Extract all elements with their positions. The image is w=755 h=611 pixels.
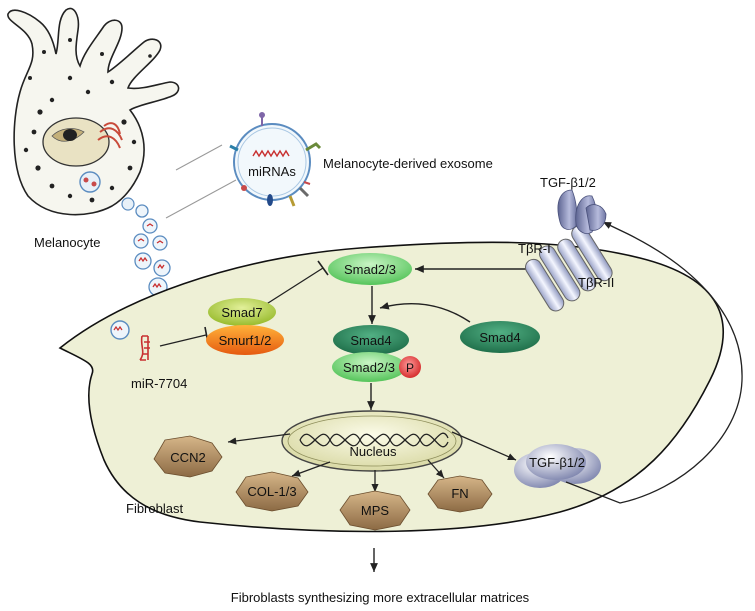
smad7-label: Smad7 (221, 305, 262, 320)
tgf-product-node (514, 444, 601, 488)
col-label: COL-1/3 (247, 484, 296, 499)
smad4-complex-label: Smad4 (350, 333, 391, 348)
smurf-node (206, 325, 284, 355)
nuclear-envelope (287, 415, 457, 467)
zoom-line-upper (175, 144, 223, 171)
smad23-complex-node (332, 352, 406, 382)
smurf-inhibits-smad23-bar (317, 260, 329, 276)
tgf-ligand (557, 189, 607, 234)
smad4-recruit-arrow (379, 301, 471, 323)
melanocyte-label: Melanocyte (34, 235, 100, 250)
smad4-free-node (460, 321, 540, 353)
tgf-feedback-arrow (565, 221, 743, 504)
smad23-label: Smad2/3 (344, 262, 396, 277)
fibroblast-label: Fibroblast (126, 501, 183, 516)
fn-node (427, 475, 493, 513)
mir7704-hairpin-icon (139, 335, 150, 361)
smad23-complex-label: Smad2/3 (343, 360, 395, 375)
smad4-complex-node (333, 325, 409, 355)
nucleus-label: Nucleus (350, 444, 397, 459)
smurf-label: Smurf1/2 (219, 333, 272, 348)
released-exosomes (133, 204, 171, 297)
zoom-line-lower (165, 179, 237, 219)
mirna-strand-icon (252, 149, 290, 158)
magnified-exosome (229, 112, 322, 207)
nucleus-to-ccn2-arrow (227, 433, 291, 445)
dna-strand-b-icon (299, 432, 449, 447)
tbr2-label: TβR-II (578, 275, 614, 290)
melanocyte-cell (7, 7, 180, 216)
golgi-icon (97, 122, 123, 149)
tgf-receptor (525, 225, 613, 312)
ccn2-node (153, 435, 223, 478)
exosome-label: Melanocyte-derived exosome (323, 156, 493, 171)
tgf-ligand-label: TGF-β1/2 (540, 175, 596, 190)
nucleus-to-col-arrow (291, 461, 331, 477)
melanosome-dots (23, 38, 152, 203)
melanocyte-nucleolus (63, 129, 77, 141)
mir7704-label: miR-7704 (131, 376, 187, 391)
docked-exosome (110, 320, 130, 340)
fn-label: FN (451, 486, 468, 501)
nucleus-to-fn-arrow (427, 459, 445, 479)
tgf-product-label: TGF-β1/2 (529, 455, 585, 470)
intracellular-vesicles (79, 171, 135, 211)
phosphate-node (399, 356, 421, 378)
mps-node (339, 490, 411, 531)
phosphate-label: P (406, 361, 414, 375)
mps-label: MPS (361, 503, 390, 518)
smad4-free-label: Smad4 (479, 330, 520, 345)
ccn2-label: CCN2 (170, 450, 205, 465)
smad23-node (328, 253, 412, 285)
melanocyte-nucleus (42, 117, 110, 167)
nucleus-to-tgf-arrow (451, 431, 517, 461)
mirnas-label: miRNAs (248, 164, 296, 179)
exosome-cargo-icons (137, 223, 165, 289)
col-node (235, 471, 309, 512)
tbr1-label: TβR-I (518, 241, 551, 256)
smad7-node (208, 298, 276, 326)
mir7704-inhibits-smurf-line (159, 334, 207, 347)
melanocyte-body (7, 7, 180, 216)
caption: Fibroblasts synthesizing more extracellu… (231, 590, 530, 605)
nucleus (281, 410, 463, 472)
